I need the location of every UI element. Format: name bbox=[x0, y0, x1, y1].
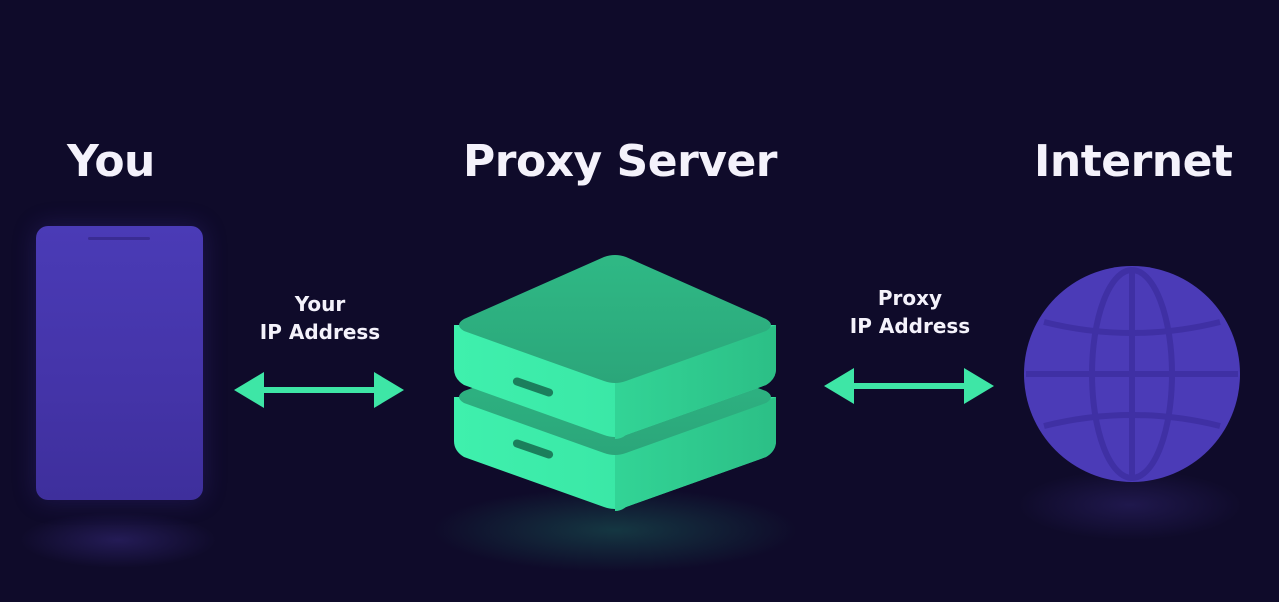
label-your-ip: Your IP Address bbox=[258, 290, 382, 346]
server-stack-icon bbox=[454, 255, 776, 511]
smartphone-icon bbox=[36, 226, 203, 500]
server-slab-upper bbox=[454, 255, 776, 439]
globe-icon bbox=[1024, 266, 1240, 482]
heading-proxy-server: Proxy Server bbox=[463, 136, 778, 187]
label-your-ip-line2: IP Address bbox=[259, 320, 381, 344]
heading-you: You bbox=[67, 136, 155, 187]
label-proxy-ip-line2: IP Address bbox=[849, 314, 971, 338]
phone-speaker bbox=[88, 237, 150, 240]
heading-internet: Internet bbox=[1034, 136, 1233, 187]
double-arrow-icon-right bbox=[824, 368, 994, 404]
label-your-ip-line1: Your bbox=[294, 292, 346, 316]
label-proxy-ip: Proxy IP Address bbox=[845, 284, 975, 340]
label-proxy-ip-line1: Proxy bbox=[877, 286, 943, 310]
double-arrow-icon-left bbox=[234, 372, 404, 408]
